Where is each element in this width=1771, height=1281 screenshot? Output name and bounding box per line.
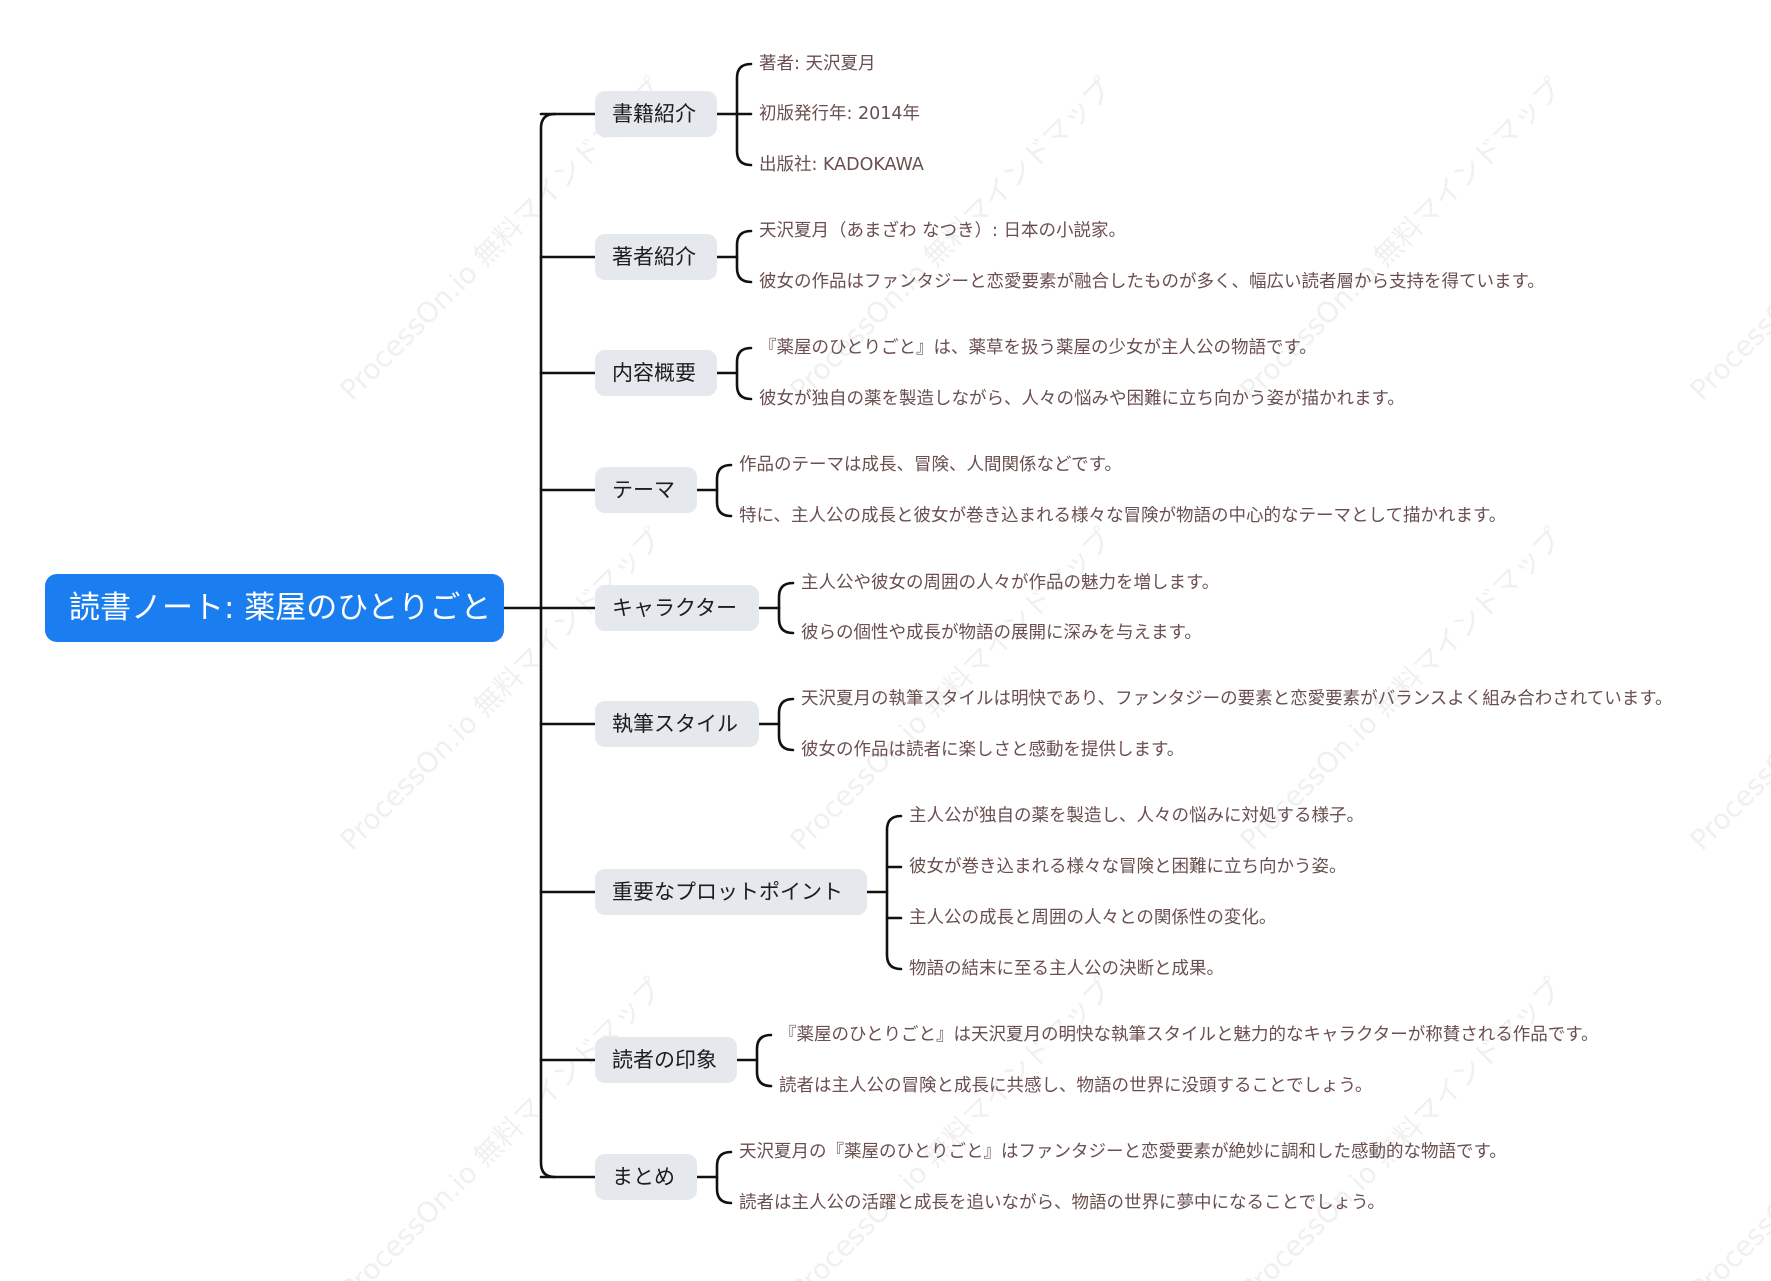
connector-line xyxy=(777,581,795,635)
connector-line xyxy=(735,346,753,401)
leaf-theme-1[interactable]: 作品のテーマは成長、冒険、人間関係などです。 xyxy=(739,455,1122,475)
leaf-key-plot-points-3[interactable]: 主人公の成長と周囲の人々との関係性の変化。 xyxy=(909,908,1277,928)
branch-content-summary[interactable]: 内容概要 xyxy=(595,350,717,396)
branch-summary[interactable]: まとめ xyxy=(595,1154,697,1200)
leaf-book-info-2[interactable]: 初版発行年: 2014年 xyxy=(759,104,920,124)
branch-key-plot-points[interactable]: 重要なプロットポイント xyxy=(595,869,867,915)
root-topic[interactable]: 読書ノート: 薬屋のひとりごと xyxy=(45,574,504,642)
leaf-author-info-1[interactable]: 天沢夏月（あまざわ なつき）: 日本の小説家。 xyxy=(759,221,1127,241)
connector-line xyxy=(735,229,753,284)
leaf-content-summary-2[interactable]: 彼女が独自の薬を製造しながら、人々の悩みや困難に立ち向かう姿が描かれます。 xyxy=(759,389,1405,409)
branch-characters[interactable]: キャラクター xyxy=(595,585,759,631)
connector-line xyxy=(715,463,733,518)
leaf-summary-2[interactable]: 読者は主人公の活躍と成長を追いながら、物語の世界に夢中になることでしょう。 xyxy=(739,1193,1385,1213)
branch-reader-impression[interactable]: 読者の印象 xyxy=(595,1037,737,1083)
branch-writing-style[interactable]: 執筆スタイル xyxy=(595,701,759,747)
leaf-key-plot-points-1[interactable]: 主人公が独自の薬を製造し、人々の悩みに対処する様子。 xyxy=(909,806,1364,826)
branch-theme[interactable]: テーマ xyxy=(595,467,697,513)
leaf-characters-2[interactable]: 彼らの個性や成長が物語の展開に深みを与えます。 xyxy=(801,623,1202,643)
leaf-summary-1[interactable]: 天沢夏月の『薬屋のひとりごと』はファンタジーと恋愛要素が絶妙に調和した感動的な物… xyxy=(739,1142,1507,1162)
leaf-characters-1[interactable]: 主人公や彼女の周囲の人々が作品の魅力を増します。 xyxy=(801,573,1220,593)
connector-line xyxy=(777,697,795,752)
leaf-book-info-3[interactable]: 出版社: KADOKAWA xyxy=(759,155,924,175)
leaf-author-info-2[interactable]: 彼女の作品はファンタジーと恋愛要素が融合したものが多く、幅広い読者層から支持を得… xyxy=(759,272,1545,292)
connector-line xyxy=(715,1150,733,1205)
leaf-content-summary-1[interactable]: 『薬屋のひとりごと』は、薬草を扱う薬屋の少女が主人公の物語です。 xyxy=(759,338,1317,358)
connector-line xyxy=(885,814,903,971)
leaf-writing-style-1[interactable]: 天沢夏月の執筆スタイルは明快であり、ファンタジーの要素と恋愛要素がバランスよく組… xyxy=(801,689,1673,709)
branch-book-info[interactable]: 書籍紹介 xyxy=(595,91,717,137)
leaf-book-info-1[interactable]: 著者: 天沢夏月 xyxy=(759,54,876,74)
leaf-key-plot-points-2[interactable]: 彼女が巻き込まれる様々な冒険と困難に立ち向かう姿。 xyxy=(909,857,1347,877)
connector-line xyxy=(539,112,557,1179)
leaf-reader-impression-1[interactable]: 『薬屋のひとりごと』は天沢夏月の明快な執筆スタイルと魅力的なキャラクターが称賛さ… xyxy=(779,1025,1599,1045)
leaf-writing-style-2[interactable]: 彼女の作品は読者に楽しさと感動を提供します。 xyxy=(801,740,1185,760)
connector-line xyxy=(755,1033,773,1088)
branch-author-info[interactable]: 著者紹介 xyxy=(595,234,717,280)
leaf-key-plot-points-4[interactable]: 物語の結末に至る主人公の決断と成果。 xyxy=(909,959,1224,979)
leaf-theme-2[interactable]: 特に、主人公の成長と彼女が巻き込まれる様々な冒険が物語の中心的なテーマとして描か… xyxy=(739,506,1507,526)
leaf-reader-impression-2[interactable]: 読者は主人公の冒険と成長に共感し、物語の世界に没頭することでしょう。 xyxy=(779,1076,1373,1096)
